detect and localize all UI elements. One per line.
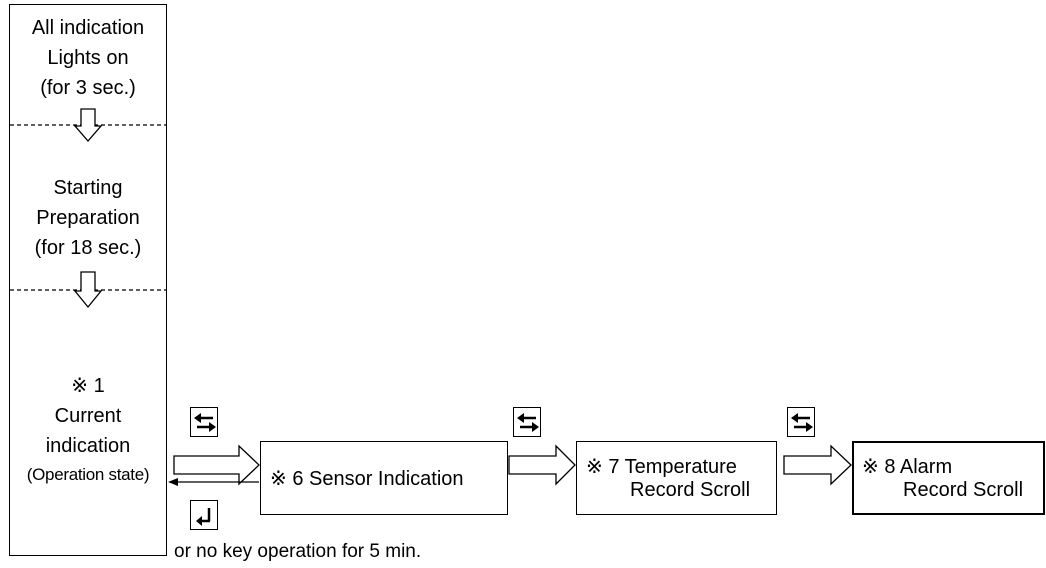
hollow-arrow-icon — [173, 444, 260, 486]
switch-arrows-icon — [194, 413, 216, 432]
alarm-record-line1: ※ 8 Alarm — [862, 456, 953, 478]
step2-line1: Starting — [53, 177, 123, 199]
temperature-record-line2: Record Scroll — [630, 479, 751, 501]
step1-line1: All indication — [31, 17, 145, 39]
down-arrow-icon — [73, 108, 103, 142]
switch-key-2 — [513, 407, 541, 437]
switch-key-1 — [190, 407, 218, 437]
step1-line2: Lights on — [47, 47, 129, 69]
enter-key — [190, 500, 218, 530]
hollow-arrow-icon — [783, 444, 852, 486]
step2-line3: (for 18 sec.) — [34, 237, 142, 259]
down-arrow-icon — [73, 271, 103, 309]
enter-return-icon — [196, 508, 211, 526]
sensor-indication-box — [260, 441, 508, 515]
step1-line3: (for 3 sec.) — [40, 77, 136, 99]
return-arrowhead — [168, 478, 178, 486]
switch-arrows-icon — [791, 413, 813, 432]
sensor-indication-label: ※ 6 Sensor Indication — [270, 468, 464, 490]
step3-line3: (Operation state) — [26, 465, 150, 484]
switch-key-3 — [787, 407, 815, 437]
alarm-record-line2: Record Scroll — [903, 479, 1024, 501]
footnote-text: or no key operation for 5 min. — [174, 541, 422, 562]
temperature-record-box — [576, 441, 777, 515]
alarm-record-box — [852, 441, 1045, 515]
step3-note: ※ 1 — [71, 375, 105, 397]
temperature-record-line1: ※ 7 Temperature — [586, 456, 737, 478]
step2-line2: Preparation — [36, 207, 140, 229]
hollow-arrow-icon — [508, 444, 576, 486]
switch-arrows-icon — [517, 413, 539, 432]
step3-line1: Current — [54, 405, 122, 427]
step3-line2: indication — [45, 435, 131, 457]
